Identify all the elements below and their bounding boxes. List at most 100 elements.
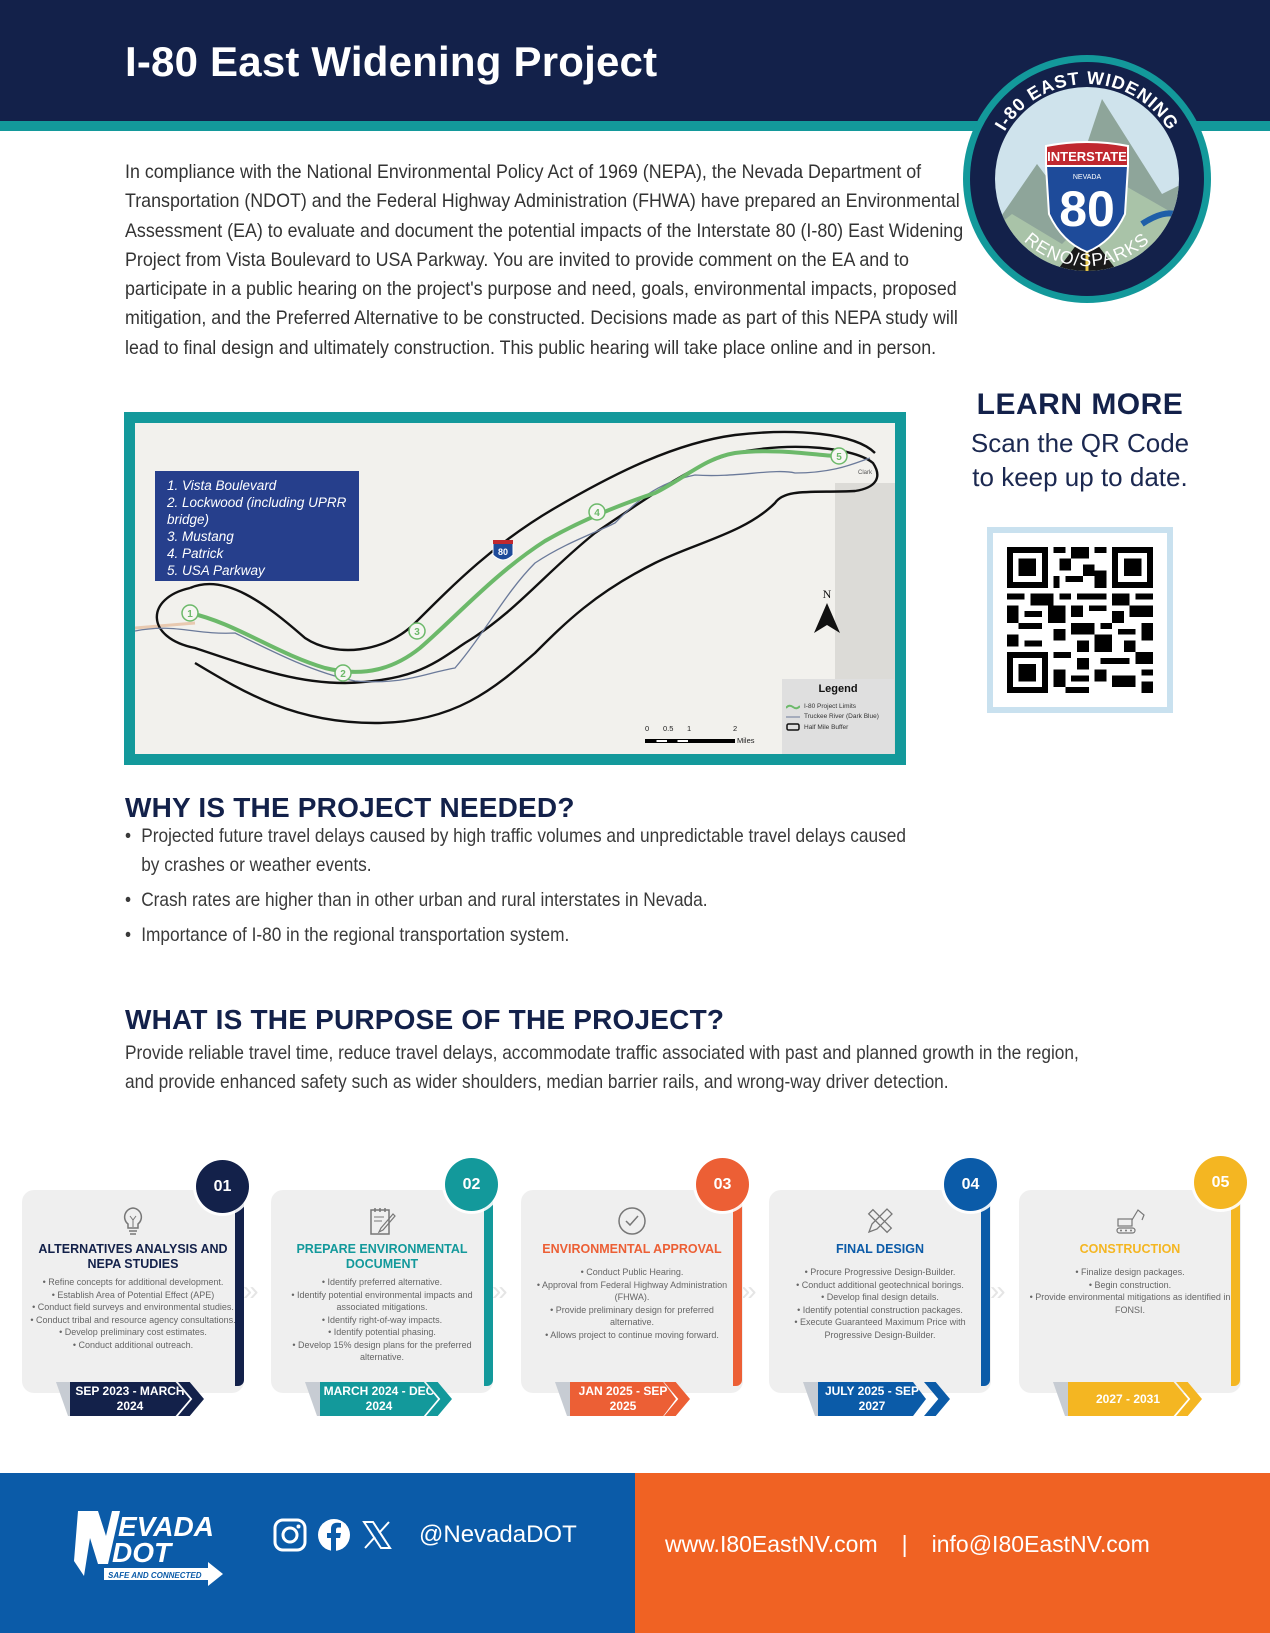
svg-text:INTERSTATE: INTERSTATE <box>1047 149 1127 164</box>
qr-code-icon <box>1007 547 1153 693</box>
interchange-item: 3. Mustang <box>167 529 234 544</box>
buffer-box-icon <box>786 723 800 731</box>
contact-info: www.I80EastNV.com | info@I80EastNV.com <box>665 1531 1150 1558</box>
map-legend: Legend I-80 Project Limits Truckee River… <box>782 679 894 754</box>
svg-text:EVADA: EVADA <box>118 1511 214 1542</box>
svg-text:4: 4 <box>594 508 600 519</box>
list-item: Projected future travel delays caused by… <box>125 822 917 880</box>
social-links: @NevadaDOT <box>273 1518 577 1552</box>
qr-code[interactable] <box>987 527 1173 713</box>
arrow-icon <box>104 1562 223 1586</box>
why-needed-heading: WHY IS THE PROJECT NEEDED? <box>125 792 575 823</box>
step-accent-bar <box>484 1196 493 1386</box>
step-accent-bar <box>981 1196 990 1386</box>
step-items: • Procure Progressive Design-Builder. • … <box>794 1267 966 1340</box>
river-line-icon <box>786 716 800 717</box>
check-circle-icon <box>521 1206 743 1238</box>
step-card: PREPARE ENVIRONMENTAL DOCUMENT • Identif… <box>271 1190 493 1393</box>
step-date-badge: MARCH 2024 - DEC 2024 <box>320 1382 438 1416</box>
separator: | <box>901 1531 908 1557</box>
step-number-badge: 03 <box>696 1158 749 1211</box>
page-title: I-80 East Widening Project <box>125 38 658 85</box>
why-needed-list: Projected future travel delays caused by… <box>125 822 917 956</box>
svg-text:80: 80 <box>498 547 508 557</box>
project-timeline: » » » » ALTERNATIVES ANALYSIS AND NEPA S… <box>0 1156 1270 1430</box>
purpose-paragraph: Provide reliable travel time, reduce tra… <box>125 1043 1079 1093</box>
website-link[interactable]: www.I80EastNV.com <box>665 1531 878 1557</box>
legend-item: Truckee River (Dark Blue) <box>786 713 890 720</box>
chevron-connector-icon: » <box>741 1275 757 1306</box>
n-mark-icon <box>74 1511 120 1576</box>
social-handle[interactable]: @NevadaDOT <box>419 1521 577 1548</box>
step-title: ALTERNATIVES ANALYSIS AND NEPA STUDIES <box>38 1242 228 1271</box>
learn-more-block: LEARN MORE Scan the QR Code to keep up t… <box>945 388 1215 494</box>
list-item: Crash rates are higher than in other urb… <box>125 886 917 915</box>
chevron-connector-icon: » <box>243 1275 259 1306</box>
step-title: FINAL DESIGN <box>836 1242 924 1256</box>
svg-text:80: 80 <box>1059 181 1115 237</box>
project-logo-badge: INTERSTATE NEVADA 80 I-80 EAST WIDENING … <box>963 55 1211 303</box>
learn-more-line1: Scan the QR Code <box>970 428 1190 458</box>
green-line-icon <box>786 704 800 709</box>
interchange-item: 2. Lockwood (including UPRR bridge) <box>167 495 347 527</box>
svg-text:NEVADA: NEVADA <box>1073 174 1102 181</box>
step-number-badge: 01 <box>196 1160 249 1213</box>
svg-text:2: 2 <box>340 669 346 680</box>
step-items: • Refine concepts for additional develop… <box>30 1277 236 1350</box>
step-card: CONSTRUCTION • Finalize design packages.… <box>1019 1190 1241 1393</box>
map-interstate-shield-icon: 80 <box>492 540 514 561</box>
purpose-heading: WHAT IS THE PURPOSE OF THE PROJECT? <box>125 1004 725 1035</box>
intro-paragraph: In compliance with the National Environm… <box>125 162 964 359</box>
step-items: • Conduct Public Hearing. • Approval fro… <box>536 1267 728 1340</box>
step-card: ENVIRONMENTAL APPROVAL • Conduct Public … <box>521 1190 743 1393</box>
svg-text:3: 3 <box>414 627 420 638</box>
step-date-badge: JULY 2025 - SEP 2027 <box>818 1382 926 1416</box>
learn-more-title: LEARN MORE <box>976 388 1184 421</box>
step-date-badge: 2027 - 2031 <box>1068 1382 1188 1416</box>
learn-more-line2: to keep up to date. <box>972 462 1188 492</box>
step-items: • Finalize design packages. • Begin cons… <box>1029 1267 1231 1315</box>
email-link[interactable]: info@I80EastNV.com <box>931 1531 1150 1557</box>
svg-text:Clark: Clark <box>858 470 873 476</box>
lightbulb-icon <box>22 1206 244 1238</box>
step-accent-bar <box>733 1196 742 1386</box>
north-arrow-icon: N <box>814 587 840 633</box>
step-number-badge: 02 <box>445 1158 498 1211</box>
step-title: ENVIRONMENTAL APPROVAL <box>542 1242 722 1256</box>
project-map: 1 2 3 4 5 80 Clark N 1. Vista Boulevard … <box>124 412 906 765</box>
svg-text:1: 1 <box>187 609 193 620</box>
footer-left: EVADA DOT SAFE AND CONNECTED @NevadaDOT <box>0 1473 635 1633</box>
step-card: ALTERNATIVES ANALYSIS AND NEPA STUDIES •… <box>22 1190 244 1393</box>
svg-text:N: N <box>823 587 832 601</box>
svg-text:SAFE AND CONNECTED: SAFE AND CONNECTED <box>108 1571 202 1580</box>
x-twitter-icon[interactable] <box>361 1519 393 1551</box>
nevada-dot-logo[interactable]: EVADA DOT SAFE AND CONNECTED <box>68 1506 223 1586</box>
footer-right: www.I80EastNV.com | info@I80EastNV.com <box>635 1473 1270 1633</box>
interchange-item: 1. Vista Boulevard <box>167 478 277 493</box>
interstate-shield-icon: INTERSTATE NEVADA 80 <box>1044 141 1130 254</box>
legend-item: I-80 Project Limits <box>786 703 890 710</box>
map-scale-bar: 0 0.5 1 2 Miles <box>645 724 755 745</box>
svg-text:5: 5 <box>836 452 842 463</box>
step-accent-bar <box>235 1196 244 1386</box>
interchange-item: 4. Patrick <box>167 546 224 561</box>
step-date-badge: JAN 2025 - SEP 2025 <box>570 1382 676 1416</box>
step-items: • Identify preferred alternative. • Iden… <box>291 1277 473 1362</box>
legend-item: Half Mile Buffer <box>786 723 890 731</box>
step-title: PREPARE ENVIRONMENTAL DOCUMENT <box>296 1242 468 1271</box>
notepad-pencil-icon <box>271 1206 493 1238</box>
step-card: FINAL DESIGN • Procure Progressive Desig… <box>769 1190 991 1393</box>
instagram-icon[interactable] <box>273 1518 307 1552</box>
interchange-item: 5. USA Parkway <box>167 563 265 578</box>
header-stripe <box>0 121 1270 131</box>
facebook-icon[interactable] <box>317 1518 351 1552</box>
excavator-icon <box>1019 1206 1241 1238</box>
step-number-badge: 04 <box>944 1158 997 1211</box>
step-number-badge: 05 <box>1194 1156 1247 1209</box>
chevron-connector-icon: » <box>492 1275 508 1306</box>
step-date-badge: SEP 2023 - MARCH 2024 <box>70 1382 190 1416</box>
interchange-list: 1. Vista Boulevard 2. Lockwood (includin… <box>155 471 359 581</box>
step-accent-bar <box>1231 1196 1240 1386</box>
chevron-connector-icon: » <box>990 1275 1006 1306</box>
list-item: Importance of I-80 in the regional trans… <box>125 921 917 950</box>
